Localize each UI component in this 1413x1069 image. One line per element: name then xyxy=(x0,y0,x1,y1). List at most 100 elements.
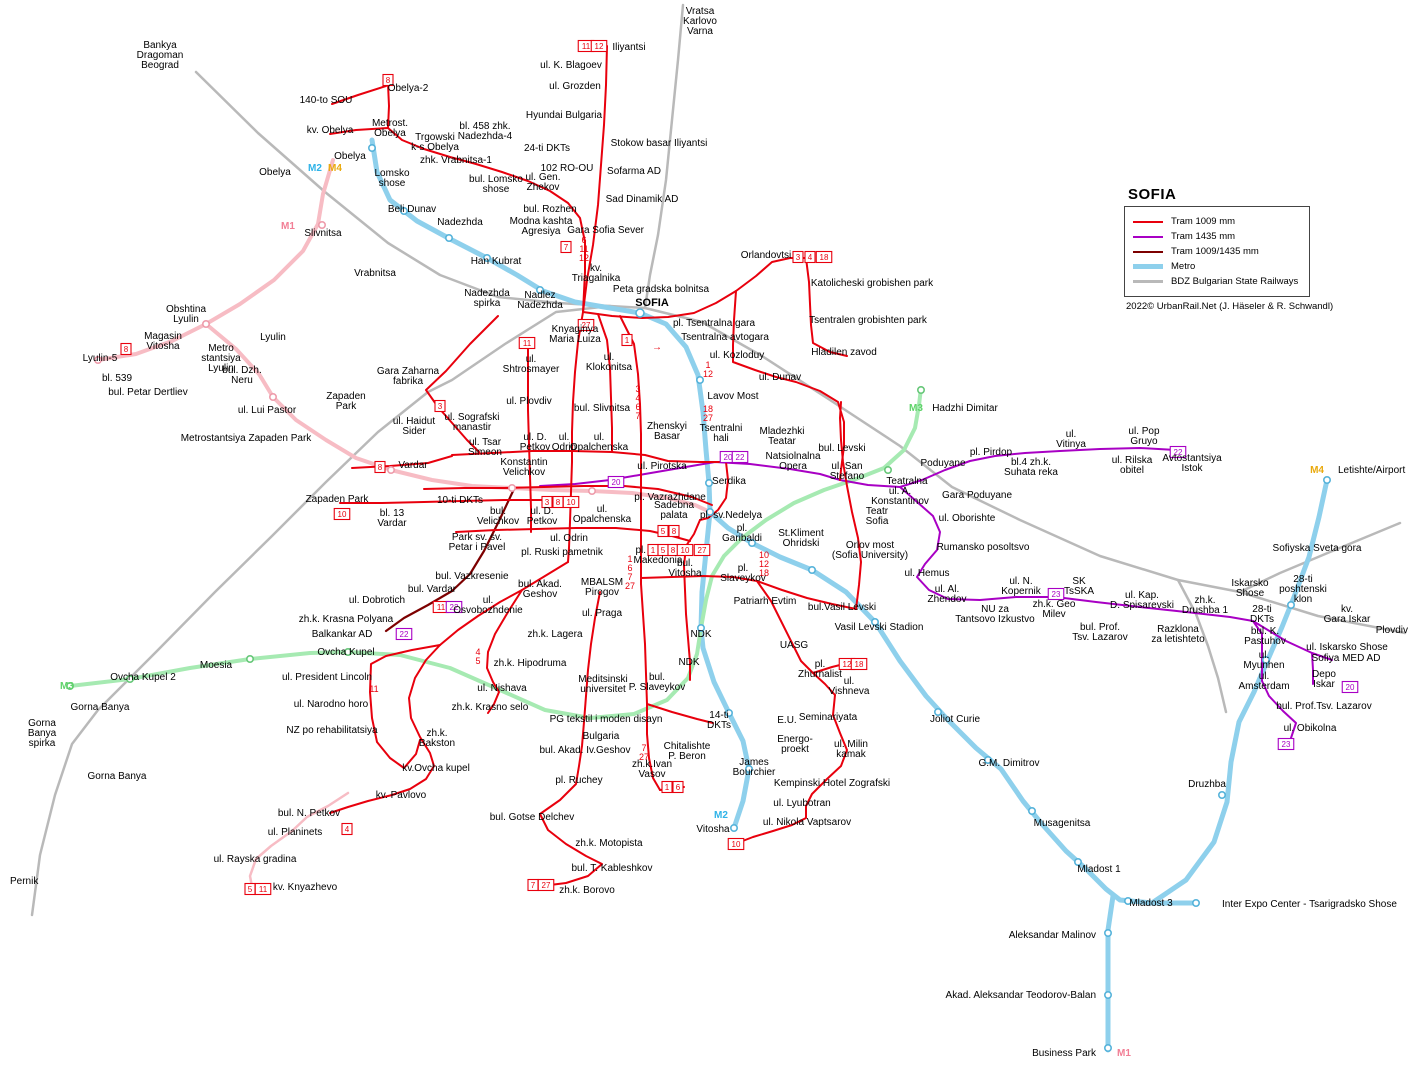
map-label: ul.Opalchenska xyxy=(570,432,629,453)
station-dot xyxy=(535,285,544,294)
map-label: Energo-proekt xyxy=(777,734,813,755)
station-dot xyxy=(66,681,75,690)
line-tram1435-east xyxy=(839,447,1177,488)
station-dot xyxy=(729,823,738,832)
map-label: ul.Amsterdam xyxy=(1238,671,1289,692)
map-label: M4 xyxy=(1310,465,1324,476)
map-label: bul. Akad. Iv.Geshov xyxy=(540,745,631,756)
map-label: Business Park xyxy=(1032,1048,1097,1059)
route-number-text: 3 xyxy=(545,498,550,507)
route-number-box xyxy=(382,73,394,87)
map-label: ul. Dunav xyxy=(759,372,801,383)
map-label: ul. Grozden xyxy=(549,81,601,92)
station-dot xyxy=(883,465,892,474)
map-label: ul.Myunhen xyxy=(1243,650,1284,671)
route-number-text: 8 xyxy=(378,463,383,472)
line-tram-14-dkts xyxy=(646,703,714,724)
map-label: → xyxy=(652,342,662,353)
route-number-box xyxy=(815,250,833,264)
map-label: bul.Velichkov xyxy=(477,506,519,527)
map-label: ul. Kap.D. Spisarevski xyxy=(1110,590,1174,611)
map-label: ul. Nishava xyxy=(477,683,527,694)
map-label: kv.Triagalnika xyxy=(572,263,621,284)
route-number-box xyxy=(731,450,749,464)
map-label: pl. Ruski pametnik xyxy=(521,547,604,558)
map-label: ul.Shtrosmayer xyxy=(503,354,560,375)
station-dot xyxy=(507,483,516,492)
map-label: ul. N.Kopernik xyxy=(1001,576,1041,597)
map-label: Orlov most(Sofia University) xyxy=(832,540,908,561)
route-number-text: 18 xyxy=(820,253,829,262)
station-dot xyxy=(724,708,733,717)
route-number-text: 10 xyxy=(732,840,741,849)
route-number-box xyxy=(850,657,868,671)
map-label: bl. 458 zhk.Nadezhda-4 xyxy=(458,121,513,142)
route-number-text: 11 xyxy=(259,885,268,894)
map-label: Poduyane xyxy=(920,458,965,469)
map-label: bul.P. Slaveykov xyxy=(629,672,686,693)
map-label: kv. Obelya xyxy=(307,125,354,136)
map-label: Katolicheski grobishen park xyxy=(811,278,934,289)
map-label: Hladilen zavod xyxy=(811,347,877,358)
line-tram-maria-luiza xyxy=(567,311,584,563)
station-dot xyxy=(1028,806,1037,815)
legend-item-3: Metro xyxy=(1133,261,1301,272)
route-number-box xyxy=(804,250,816,264)
map-label: bul. Akad.Geshov xyxy=(518,579,562,600)
map-label: bul. Petar Dertliev xyxy=(108,387,187,398)
map-label: E.U. xyxy=(777,715,796,726)
route-number-text: 5 xyxy=(248,885,253,894)
map-label: Iliyantsi xyxy=(612,42,645,53)
line-metro-m2-south xyxy=(698,509,752,831)
route-number-text: 5 xyxy=(661,546,666,555)
map-label: 102 RO-OU xyxy=(541,163,594,174)
station-dot xyxy=(1262,655,1271,664)
route-number-text: 11 xyxy=(523,339,532,348)
route-number-text: 11 xyxy=(582,42,591,51)
map-label: Vardar xyxy=(398,460,428,471)
station-dot xyxy=(744,764,753,773)
map-label: bul. Levski xyxy=(818,443,865,454)
map-label: ul. Rayska gradina xyxy=(214,854,297,865)
route-number-box xyxy=(676,543,694,557)
station-dot xyxy=(386,465,395,474)
map-label: Metrost.Obelya xyxy=(372,118,408,139)
route-number-box xyxy=(434,399,446,413)
map-label: ul. Pirotska xyxy=(637,461,687,472)
line-tram-nedelya-link xyxy=(699,461,729,521)
route-number-box xyxy=(445,600,463,614)
route-number-box xyxy=(693,543,711,557)
map-label: ul. D.Petkov xyxy=(527,506,558,527)
line-tram-stamboliyski xyxy=(423,485,713,506)
map-label: SOFIA xyxy=(635,297,669,309)
route-number-text: 7 xyxy=(564,243,569,252)
line-tram-knyazhevo xyxy=(248,791,350,894)
map-label: ul.Osvobozhdenie xyxy=(453,595,523,616)
route-number-box xyxy=(560,240,572,254)
map-label: Sofiyska Sveta gora xyxy=(1273,543,1362,554)
map-label: kv. Knyazhevo xyxy=(273,882,338,893)
route-number-text: 23 xyxy=(1052,590,1061,599)
line-rail-plovdiv xyxy=(643,306,1407,635)
line-tram-vardar-row xyxy=(351,455,453,469)
map-label: kv.Gara Iskar xyxy=(1324,604,1371,625)
